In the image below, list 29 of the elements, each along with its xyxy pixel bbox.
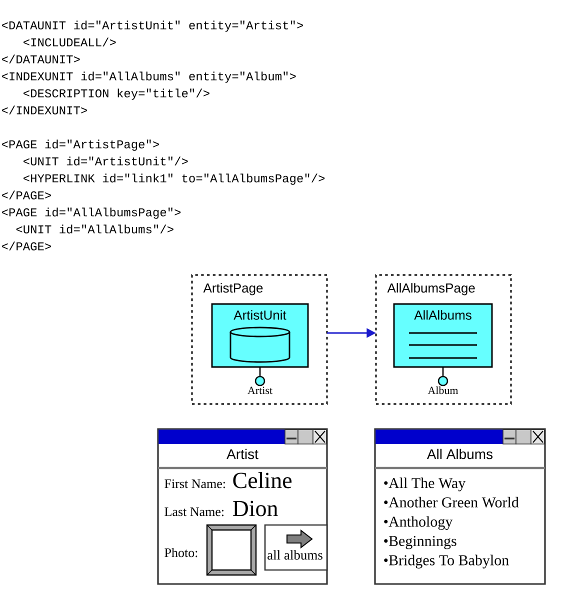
code-line: <UNIT id="AllAlbums"/> — [16, 224, 174, 234]
code-line: </PAGE> — [2, 242, 51, 250]
list-item: •All The Way — [384, 478, 466, 492]
link-button: all albums — [264, 524, 328, 571]
field-label: Photo: — [164, 548, 198, 558]
code-line: <DESCRIPTION key="title"/> — [24, 88, 210, 100]
entity-label: Album — [428, 386, 458, 394]
code-line: </PAGE> — [2, 190, 51, 200]
list-item: •Another Green World — [384, 496, 519, 508]
list-item: •Beginnings — [384, 536, 456, 550]
entity-label: Artist — [248, 386, 272, 394]
code-line: </INDEXUNIT> — [2, 106, 87, 114]
code-line: <PAGE id="ArtistPage"> — [2, 140, 159, 151]
code-line: </DATAUNIT> — [2, 54, 80, 64]
window-title: Artist — [226, 448, 258, 460]
field-value: Dion — [232, 500, 278, 516]
field-value: Celine — [233, 472, 292, 488]
unit-box: AllAlbums — [393, 303, 493, 368]
code-line: <UNIT id="ArtistUnit"/> — [24, 156, 188, 166]
list-item: •Anthology — [384, 516, 453, 530]
code-line: <INDEXUNIT id="AllAlbums" entity="Album"> — [2, 72, 296, 83]
field-label: First Name: — [164, 479, 225, 488]
code-line: <INCLUDEALL/> — [24, 38, 116, 46]
code-line: <PAGE id="AllAlbumsPage"> — [2, 208, 181, 219]
code-line: <DATAUNIT id="ArtistUnit" entity="Artist"> — [2, 20, 303, 32]
field-label: Last Name: — [164, 508, 224, 516]
list-item: •Bridges To Babylon — [384, 554, 509, 568]
window-title: All Albums — [426, 448, 493, 460]
code-line: <HYPERLINK id="link1" to="AllAlbumsPage"/> — [24, 174, 325, 185]
